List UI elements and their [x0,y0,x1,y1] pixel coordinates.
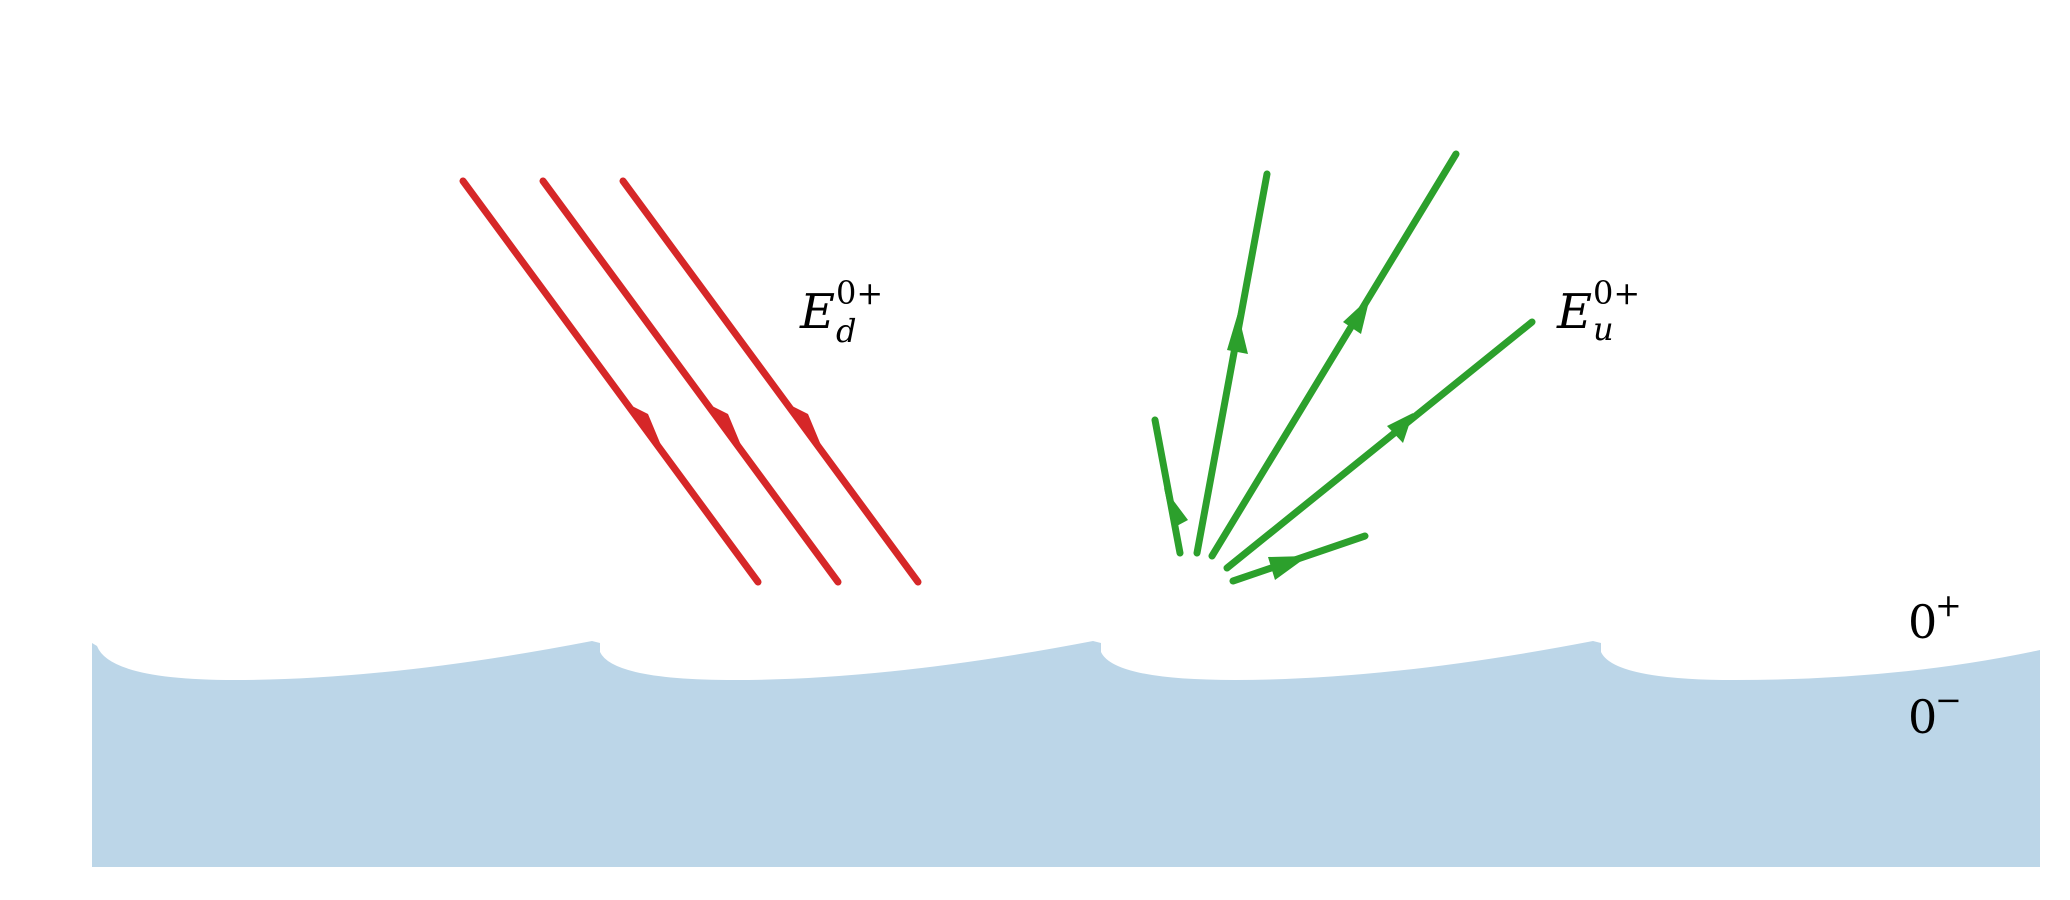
downwelling-rays [459,177,922,586]
svg-text:−: − [1935,681,1962,719]
water-body [92,641,2040,867]
level-label-below-surface: 0 − [1908,681,1962,744]
downwelling-label-superscript: 0+ [836,274,883,312]
upwelling-label-symbol: E [1556,284,1592,340]
downwelling-ray-3 [619,177,922,586]
upwelling-arrowheads [1164,297,1413,580]
svg-text:u: u [1593,310,1614,348]
svg-text:0+: 0+ [1593,274,1640,312]
downwelling-arrowhead-2 [710,405,743,450]
svg-text:+: + [1935,586,1962,624]
upwelling-label-subscript: u [1593,310,1614,348]
svg-text:0: 0 [1908,595,1937,649]
upwelling-arrowhead-2 [1227,313,1248,354]
upwelling-ray-4 [1223,318,1536,572]
upwelling-ray-1 [1151,416,1184,557]
upwelling-rays [1151,150,1536,585]
upwelling-label-superscript: 0+ [1593,274,1640,312]
downwelling-arrowheads [630,405,823,450]
level-below-sup: − [1935,681,1962,719]
upwelling-ray-3 [1208,150,1460,560]
upwelling-ray-2 [1193,170,1271,557]
level-above-base: 0 [1908,595,1937,649]
svg-text:E: E [799,284,835,340]
svg-text:0+: 0+ [836,274,883,312]
level-above-sup: + [1935,586,1962,624]
upwelling-arrowhead-1 [1164,488,1188,528]
downwelling-arrowhead-3 [790,405,823,450]
upwelling-arrowhead-5 [1268,556,1308,580]
downwelling-label-subscript: d [836,312,856,350]
downwelling-label-symbol: E [799,284,835,340]
svg-text:d: d [836,312,856,350]
downwelling-ray-1 [459,177,762,586]
upwelling-arrowhead-4 [1387,413,1413,443]
upwelling-arrowhead-3 [1343,297,1370,334]
level-below-base: 0 [1908,690,1937,744]
svg-text:0: 0 [1908,690,1937,744]
svg-text:E: E [1556,284,1592,340]
upwelling-label: E u 0+ [1556,274,1640,348]
downwelling-label: E d 0+ [799,274,883,350]
level-label-above-surface: 0 + [1908,586,1962,649]
downwelling-ray-2 [539,177,842,586]
downwelling-arrowhead-1 [630,405,663,450]
